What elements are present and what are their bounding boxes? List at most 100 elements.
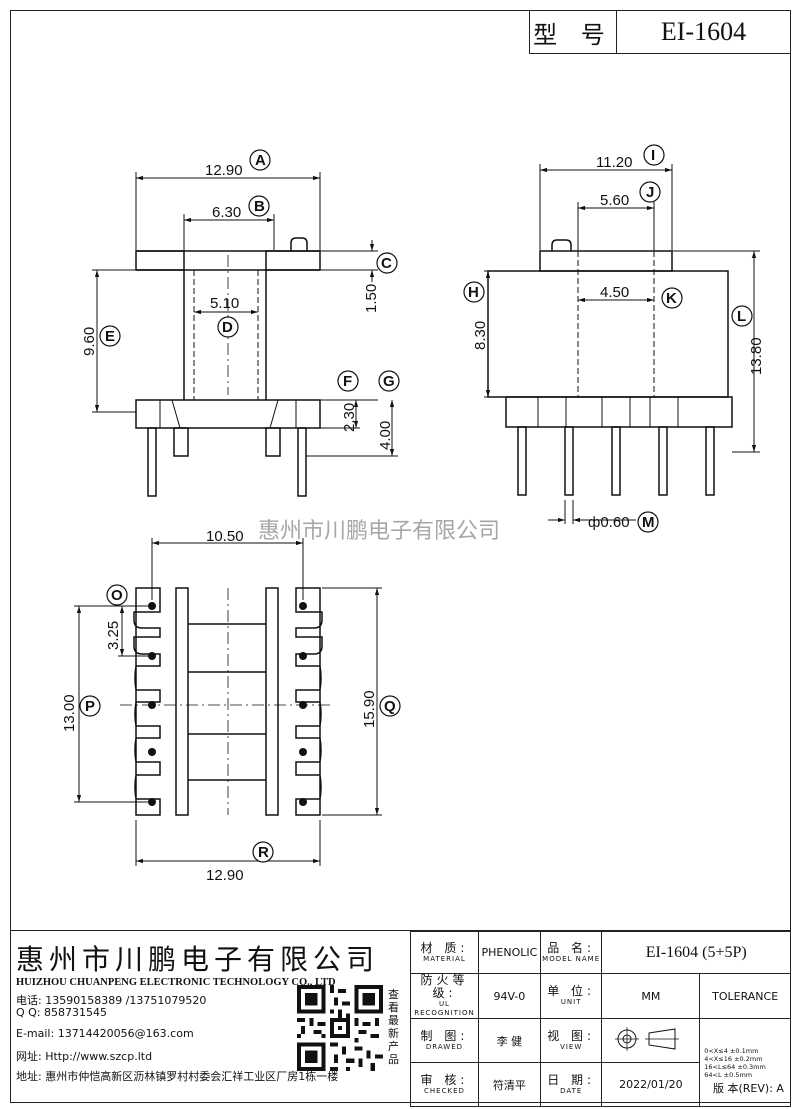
flame-value: 94V-0 [477, 973, 541, 1019]
dim-a-letter: A [255, 152, 266, 169]
dim-l-value: 13.80 [748, 337, 765, 375]
front-dims [92, 172, 398, 457]
watermark-text: 惠州市川鹏电子有限公司 [258, 519, 500, 544]
drawing-frame [10, 10, 791, 1103]
dim-b-letter: B [254, 198, 265, 215]
material-value: PHENOLIC [477, 931, 541, 974]
dim-q-value: 15.90 [361, 690, 378, 728]
dim-r-value: 12.90 [206, 867, 244, 884]
unit-value: MM [601, 973, 701, 1019]
side-dims [484, 164, 760, 524]
check-label-cell: 审 核:CHECKED [410, 1062, 479, 1107]
date-label-en: DATE [560, 1086, 583, 1095]
drawn-value: 李 健 [477, 1018, 541, 1063]
bottom-pins [148, 602, 307, 806]
dim-i-value: 11.20 [596, 154, 632, 171]
bottom-view [120, 587, 330, 816]
projection-symbol-icon [601, 1018, 701, 1063]
date-label: 日 期: [547, 1072, 596, 1087]
dim-q-letter: Q [384, 698, 396, 715]
dim-d-value: 5.10 [210, 295, 239, 312]
dim-r-letter: R [258, 844, 269, 861]
dim-c-value: 1.50 [363, 284, 380, 313]
dim-l-letter: L [737, 308, 746, 325]
side-view [487, 239, 733, 496]
dim-h-value: 8.30 [472, 321, 489, 350]
date-value: 2022/01/20 [601, 1062, 701, 1107]
material-label: 材 质: [420, 940, 469, 955]
tolerance-label: TOLERANCE [699, 973, 791, 1019]
bottom-dim-labels: 10.50 O 3.25 P 13.00 Q 15.90 12.90 R [61, 528, 401, 884]
dim-e-letter: E [105, 328, 115, 345]
qr-code-icon [297, 985, 383, 1071]
model-header: 型 号 EI-1604 [529, 11, 790, 54]
view-label-cell: 视 图:VIEW [539, 1018, 603, 1063]
drawn-label: 制 图: [420, 1028, 469, 1043]
model-name-value: EI-1604 (5+5P) [601, 931, 791, 974]
dim-m-letter: M [642, 514, 655, 531]
name-label-en: MODEL NAME [542, 954, 601, 963]
rev-value: A [776, 1082, 784, 1095]
flame-label-cell: 防火等级:UL RECOGNITION [410, 973, 479, 1019]
drawn-label-en: DRAWED [425, 1042, 464, 1051]
model-value: EI-1604 [660, 17, 747, 46]
company-qq: Q Q: 858731545 [16, 1006, 108, 1019]
model-label: 型 号 [530, 11, 617, 53]
dim-j-value: 5.60 [600, 192, 629, 209]
date-label-cell: 日 期:DATE [539, 1062, 603, 1107]
title-block [10, 930, 791, 1103]
rev-label: 版 本(REV): [713, 1082, 773, 1095]
front-dim-labels: 12.90 A 6.30 B 5.10 D 9.60 E C 1.50 F 2.… [81, 149, 400, 450]
dim-o-letter: O [111, 587, 123, 604]
dim-h-letter: H [468, 284, 479, 301]
name-label-cell: 品 名:MODEL NAME [539, 931, 603, 974]
dim-i-letter: I [651, 147, 655, 164]
name-label: 品 名: [547, 940, 596, 955]
company-address: 地址: 惠州市仲恺高新区沥林镇罗村村委会汇祥工业区厂房1栋一楼 [16, 1070, 339, 1083]
bottom-dims [74, 538, 382, 866]
dim-p-letter: P [85, 698, 95, 715]
flame-label-en: UL RECOGNITION [414, 1000, 475, 1017]
dim-f-letter: F [343, 373, 352, 390]
dim-o-value: 3.25 [105, 621, 122, 650]
check-value: 符清平 [477, 1062, 541, 1107]
company-name-en: HUIZHOU CHUANPENG ELECTRONIC TECHNOLOGY … [16, 977, 336, 988]
dim-e-value: 9.60 [81, 327, 98, 356]
dim-n-value: 10.50 [206, 528, 244, 545]
view-label-en: VIEW [560, 1042, 583, 1051]
dim-d-letter: D [222, 319, 233, 336]
company-email: E-mail: 13714420056@163.com [16, 1027, 194, 1040]
dim-k-letter: K [666, 290, 677, 307]
tolerance-row: 64<L ±0.5mm [704, 1070, 753, 1079]
unit-label-cell: 单 位:UNIT [539, 973, 603, 1019]
dim-f-value: 2.30 [341, 403, 358, 432]
drawn-label-cell: 制 图:DRAWED [410, 1018, 479, 1063]
qr-caption: 查看最新产品 [388, 988, 399, 1066]
dim-j-letter: J [646, 184, 654, 201]
dim-k-value: 4.50 [600, 284, 629, 301]
material-label-en: MATERIAL [423, 954, 466, 963]
company-phone: 电话: 13590158389 /13751079520 [16, 994, 207, 1007]
tolerance-row: 0<X≤4 ±0.1mm [704, 1046, 759, 1055]
dim-c-letter: C [381, 255, 392, 272]
check-label: 审 核: [420, 1072, 469, 1087]
front-view [135, 237, 321, 497]
flame-label: 防火等级: [420, 973, 469, 1000]
material-label-cell: 材 质:MATERIAL [410, 931, 479, 974]
company-name-cn: 惠州市川鹏电子有限公司 [16, 943, 380, 976]
unit-label-en: UNIT [560, 998, 582, 1006]
view-label: 视 图: [547, 1028, 596, 1043]
dim-b-value: 6.30 [212, 204, 241, 221]
company-website: 网址: Http://www.szcp.ltd [16, 1050, 153, 1063]
technical-drawing: 12.90 A 6.30 B 5.10 D 9.60 E C 1.50 F 2.… [61, 144, 765, 884]
tolerance-row: 4<X≤16 ±0.2mm [704, 1054, 763, 1063]
company-info: 惠州市川鹏电子有限公司 HUIZHOU CHUANPENG ELECTRONIC… [10, 930, 410, 1103]
check-label-en: CHECKED [424, 1086, 465, 1095]
side-dim-labels: 11.20 I 5.60 J 4.50 K H 8.30 L 13.80 ф0.… [463, 144, 765, 533]
dim-a-value: 12.90 [205, 162, 243, 179]
dim-g-value: 4.00 [377, 421, 394, 450]
tolerance-row: 16<L≤64 ±0.3mm [704, 1062, 766, 1071]
unit-label: 单 位: [547, 984, 596, 998]
dim-m-value: ф0.60 [588, 514, 630, 531]
dim-g-letter: G [383, 373, 395, 390]
